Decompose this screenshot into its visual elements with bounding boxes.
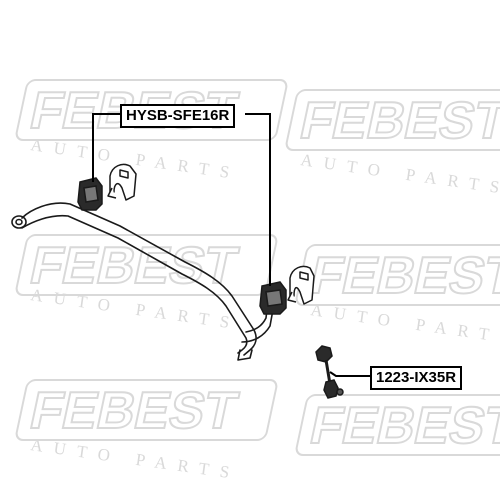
part-number-link: 1223-IX35R: [376, 369, 457, 386]
leader-line-bushing-right: [245, 113, 271, 286]
watermark-logo: FEBEST: [295, 394, 500, 456]
bushing-left: [77, 177, 103, 211]
leader-line-bushing-left: [92, 113, 120, 182]
watermark-tagline: AUTO PARTS: [299, 150, 500, 198]
bushing-right: [259, 281, 287, 315]
stabilizer-bar: [11, 202, 275, 361]
part-label-bushing: HYSB-SFE16R: [120, 104, 236, 128]
watermark-logo: FEBEST: [285, 89, 500, 151]
watermark-brand: FEBEST: [25, 82, 243, 140]
watermark-brand: FEBEST: [305, 397, 500, 455]
watermark-tagline: AUTO PARTS: [29, 435, 241, 483]
leader-line-link: [329, 371, 372, 377]
bracket-right: [287, 265, 315, 305]
watermark-logo: FEBEST: [295, 244, 500, 306]
watermark-layer: FEBEST AUTO PARTS FEBEST AUTO PARTS FEBE…: [15, 79, 500, 483]
watermark-brand: FEBEST: [305, 247, 500, 305]
bracket-left: [107, 163, 137, 201]
watermark-logo: FEBEST: [15, 234, 278, 296]
watermark-brand: FEBEST: [25, 382, 243, 440]
watermark-brand: FEBEST: [25, 237, 243, 295]
leader-lines: [92, 113, 372, 377]
part-number-bushing: HYSB-SFE16R: [126, 107, 230, 124]
part-label-link: 1223-IX35R: [370, 366, 463, 390]
watermark-logo: FEBEST: [15, 79, 288, 141]
watermark-brand: FEBEST: [295, 92, 500, 150]
watermark-tagline: AUTO PARTS: [309, 300, 500, 348]
watermark-logo: FEBEST: [15, 379, 278, 441]
stabilizer-link: [315, 345, 344, 399]
